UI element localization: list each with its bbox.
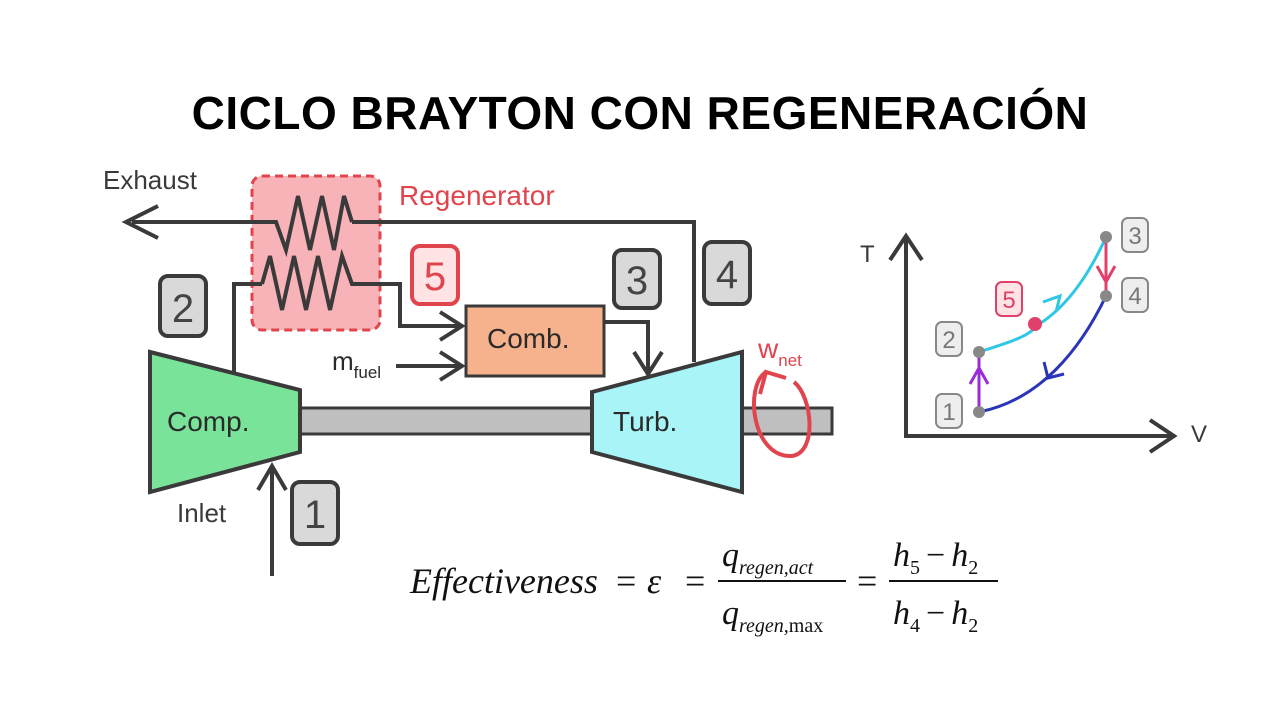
eq-frac2-denominator: h4−h2 (893, 595, 978, 637)
eq-lhs: Effectiveness (409, 561, 598, 601)
compressor (148, 349, 302, 495)
turbine (590, 349, 744, 495)
svg-text:1: 1 (304, 493, 326, 537)
ts-point-4 (1100, 290, 1112, 302)
fuel-label: mfuel (332, 346, 381, 382)
turbine-label: Turb. (613, 406, 677, 437)
eq-frac1-denominator: qregen,max (722, 595, 823, 637)
eq-frac2-numerator: h5−h2 (893, 537, 978, 579)
ts-label-2: 2 (935, 321, 963, 357)
eq-equals-2: = (685, 561, 705, 601)
combustor-label: Comb. (487, 323, 569, 354)
svg-text:4: 4 (716, 253, 738, 297)
eq-equals-3: = (857, 561, 877, 601)
compressor-label: Comp. (167, 406, 249, 437)
regenerator-label: Regenerator (399, 180, 555, 211)
ts-y-axis-label: T (860, 241, 875, 268)
ts-process-1-2-arrowhead (968, 364, 990, 385)
work-label: wnet (757, 333, 802, 370)
ts-y-arrowhead (888, 232, 924, 262)
svg-text:4: 4 (1128, 283, 1141, 310)
svg-text:1: 1 (942, 399, 955, 426)
svg-text:2: 2 (172, 287, 194, 331)
svg-text:5: 5 (424, 255, 446, 299)
regen-hot-coil (252, 195, 354, 258)
ts-process-3-4-arrowhead (1095, 265, 1117, 286)
effectiveness-equation: Effectiveness = ε = qregen,act qregen,ma… (409, 537, 998, 637)
combustor-to-turbine-pipe (604, 320, 650, 374)
svg-text:2: 2 (942, 327, 955, 354)
state-box-2: 2 (158, 274, 208, 338)
regen-cold-pipe (232, 282, 262, 372)
svg-text:3: 3 (626, 259, 648, 303)
work-rotation-arrow (752, 370, 812, 459)
ts-point-2 (973, 346, 985, 358)
inlet-arrowhead (256, 462, 288, 492)
eq-epsilon: ε (647, 561, 662, 601)
fuel-arrowhead (438, 350, 466, 382)
eq-equals-1: = (616, 561, 636, 601)
state-box-1: 1 (290, 480, 340, 546)
state-box-5: 5 (410, 244, 460, 306)
svg-text:5: 5 (1002, 287, 1015, 314)
exhaust-label: Exhaust (103, 165, 198, 195)
ts-process-4-1-arrowhead (1042, 361, 1065, 380)
regen-to-combustor-arrowhead (438, 310, 466, 342)
ts-label-1: 1 (935, 393, 963, 429)
regen-cold-coil (260, 248, 380, 311)
ts-process-5-3-arrowhead (1042, 293, 1063, 313)
regenerator-box (250, 174, 382, 332)
ts-point-1 (973, 406, 985, 418)
shaft (294, 406, 834, 436)
state-box-3: 3 (612, 248, 662, 310)
ts-label-3: 3 (1121, 217, 1149, 253)
ts-process-4-1 (978, 295, 1108, 414)
page-title: CICLO BRAYTON CON REGENERACIÓN (191, 87, 1089, 139)
ts-x-axis-label: V (1191, 421, 1207, 448)
combustor-to-turbine-arrowhead (632, 350, 664, 378)
exhaust-arrowhead (121, 204, 159, 240)
eq-frac1-numerator: qregen,act (722, 537, 814, 579)
ts-label-5: 5 (995, 281, 1023, 317)
ts-point-5 (1028, 317, 1042, 331)
state-box-4: 4 (702, 240, 752, 306)
inlet-label: Inlet (177, 498, 227, 528)
regen-to-combustor-pipe (380, 282, 462, 328)
ts-label-4: 4 (1121, 277, 1149, 313)
exhaust-pipe (352, 220, 696, 362)
svg-text:3: 3 (1128, 223, 1141, 250)
ts-x-arrowhead (1148, 418, 1178, 454)
work-rotation-arrowhead (758, 369, 787, 395)
combustor (464, 304, 606, 378)
ts-point-3 (1100, 231, 1112, 243)
